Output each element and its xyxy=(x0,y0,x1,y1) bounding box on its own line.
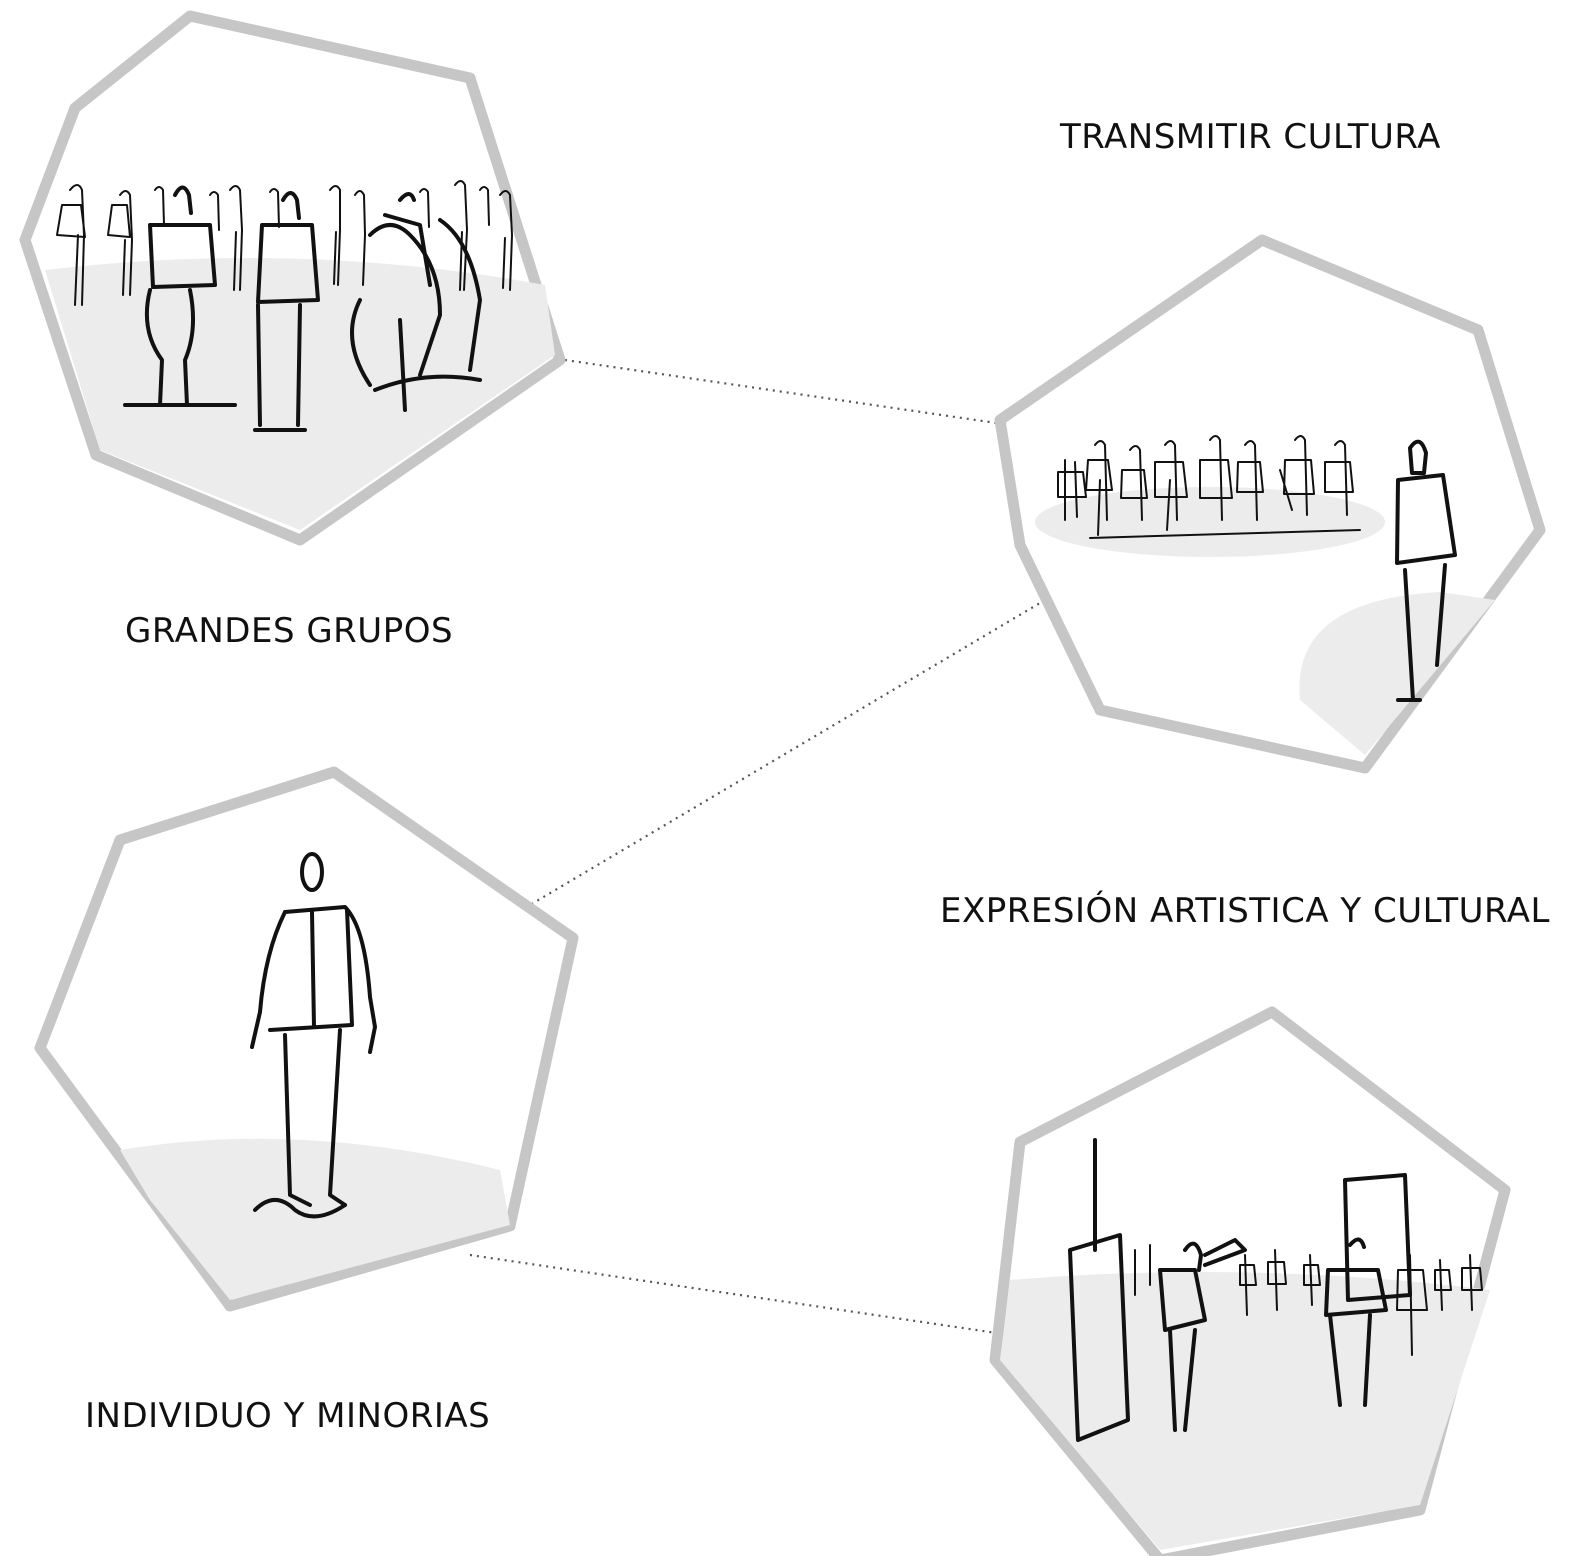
node-transmitir-cultura xyxy=(994,234,1546,774)
node-grandes-grupos xyxy=(19,10,566,546)
ground-shadow xyxy=(120,1138,510,1300)
group-sketch xyxy=(1057,435,1361,539)
node-expresion-artistica xyxy=(989,1006,1511,1556)
connectors xyxy=(469,358,1046,1337)
label-individuo-minorias: INDIVIDUO Y MINORIAS xyxy=(85,1396,490,1436)
gallery-sketch xyxy=(1068,1138,1483,1442)
single-figure-sketch xyxy=(250,852,377,1219)
ground-shadow xyxy=(1035,487,1385,557)
connector-individuo-expresion xyxy=(469,1253,1011,1337)
ground-shadow-right xyxy=(1299,592,1495,755)
label-transmitir-cultura: TRANSMITIR CULTURA xyxy=(1059,117,1441,157)
standing-figure-sketch xyxy=(1395,439,1457,702)
node-individuo-minorias xyxy=(34,766,579,1312)
connector-cultura-individuo xyxy=(529,599,1046,906)
connector-grupos-cultura xyxy=(564,358,1011,427)
label-expresion-artistica: EXPRESIÓN ARTISTICA Y CULTURAL xyxy=(940,890,1550,931)
crowd-sketch xyxy=(56,180,513,432)
label-grandes-grupos: GRANDES GRUPOS xyxy=(125,611,453,651)
